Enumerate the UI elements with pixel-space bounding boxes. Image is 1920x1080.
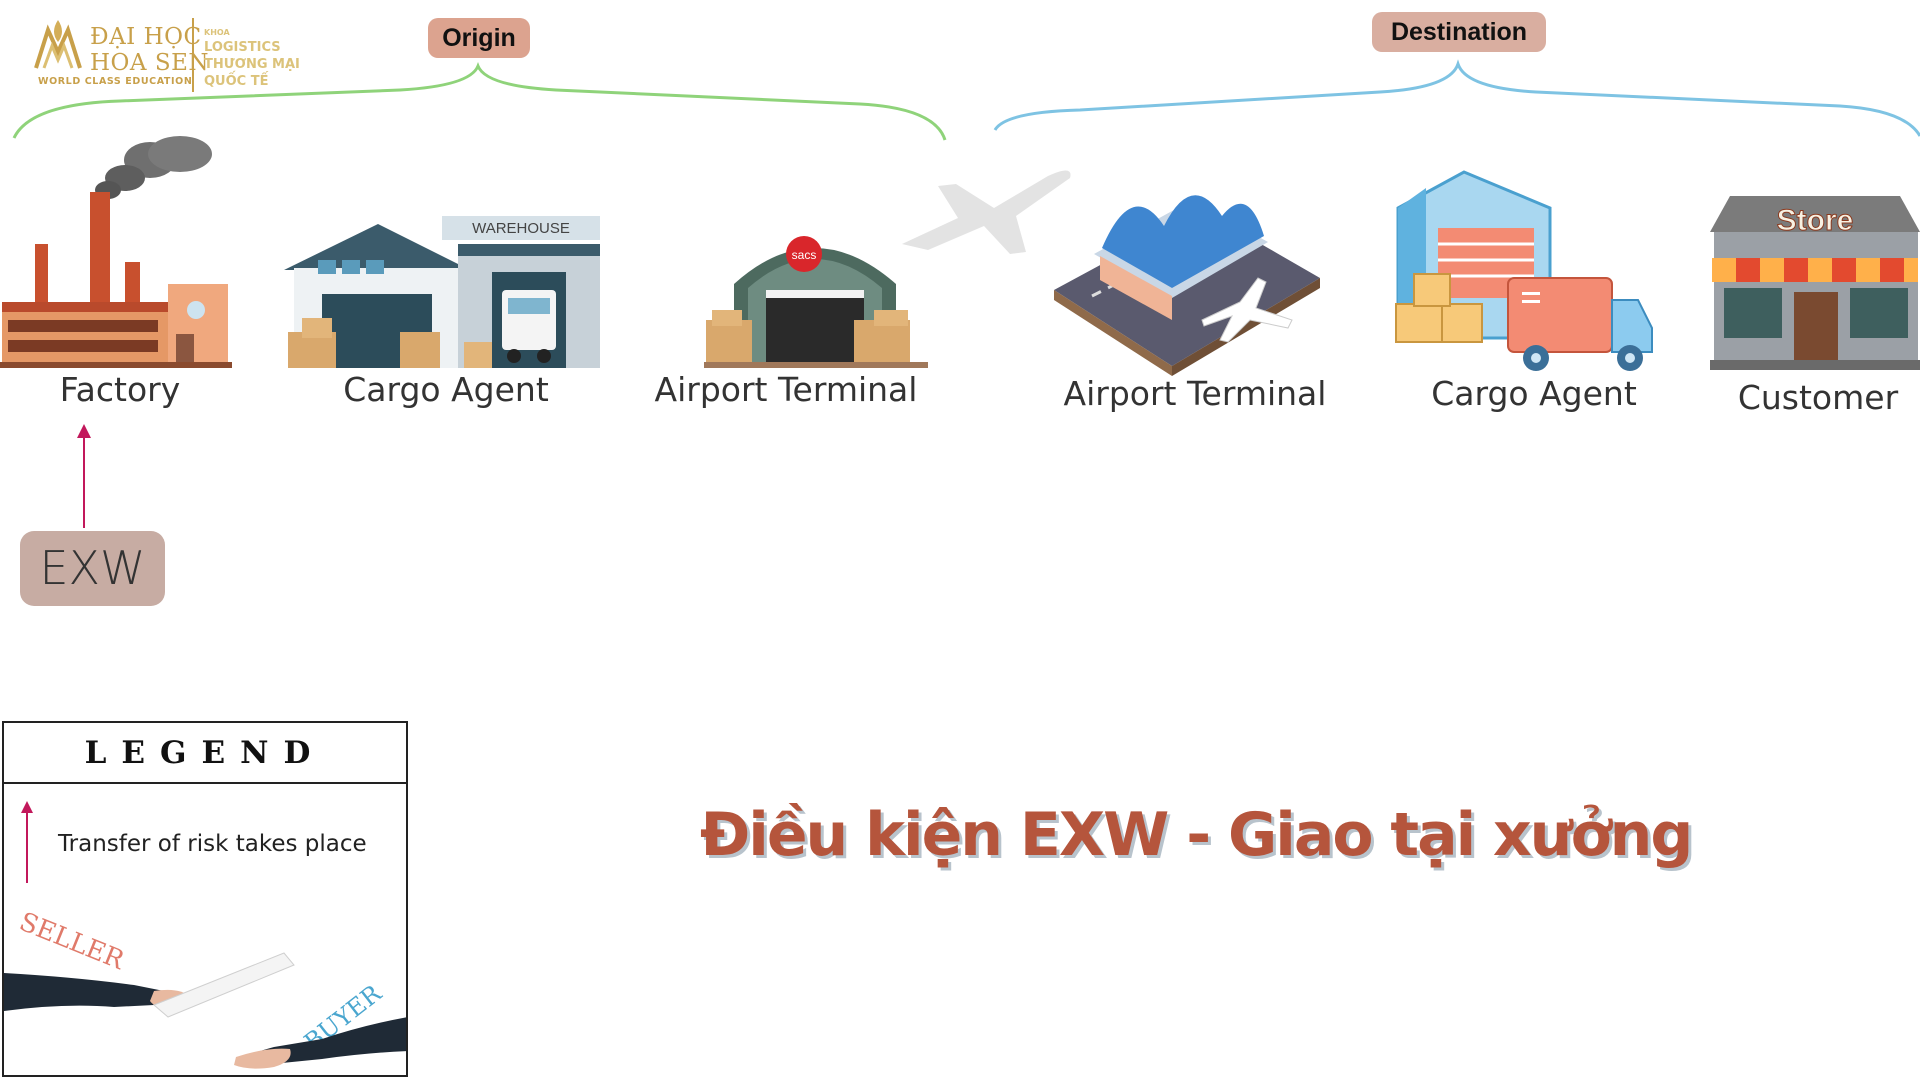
hangar-sign: sacs: [792, 248, 817, 262]
logo-faculty-line1: LOGISTICS: [204, 40, 281, 55]
warehouse-sign: WAREHOUSE: [472, 220, 570, 237]
hangar-icon: sacs: [704, 236, 928, 368]
truck-warehouse-icon: [1395, 170, 1653, 371]
legend-title: LEGEND: [4, 723, 406, 784]
risk-transfer-arrow-icon: [77, 424, 91, 528]
stage-label-factory: Factory: [59, 370, 181, 409]
store-icon: Store: [1710, 196, 1920, 370]
stage-label-airport-terminal-destination: Airport Terminal: [1063, 374, 1327, 413]
legend-arrow-icon: [21, 801, 33, 883]
group-braces: [12, 59, 1920, 141]
stage-label-customer: Customer: [1737, 378, 1899, 417]
exw-term-badge: EXW: [20, 531, 165, 606]
origin-label: Origin: [428, 18, 530, 58]
airplane-icon: [902, 170, 1071, 254]
logo-name-line2: HOA SEN: [90, 50, 210, 76]
store-sign: Store: [1777, 204, 1854, 237]
logo-faculty-label: KHOA: [204, 28, 230, 37]
logo-divider: [192, 18, 194, 92]
airport-icon: [1054, 195, 1320, 376]
legend-arrow-description: Transfer of risk takes place: [58, 831, 367, 857]
destination-brace: [993, 59, 1920, 137]
warehouse-icon: WAREHOUSE: [284, 216, 600, 368]
factory-icon: [0, 136, 232, 368]
handshake-contract-icon: SELLER BUYER: [4, 907, 406, 1069]
stage-label-airport-terminal-origin: Airport Terminal: [654, 370, 918, 409]
university-logo: ĐẠI HỌC HOA SEN WORLD CLASS EDUCATION KH…: [32, 14, 322, 98]
logo-name-line1: ĐẠI HỌC: [90, 24, 202, 50]
lotus-logo-icon: [34, 20, 82, 69]
logo-faculty-line3: QUỐC TẾ: [204, 74, 269, 89]
legend-box: LEGEND Transfer of risk takes place SELL…: [2, 721, 408, 1077]
destination-label: Destination: [1372, 12, 1546, 52]
logo-faculty-line2: THƯƠNG MẠI: [204, 57, 300, 72]
stage-label-cargo-agent-destination: Cargo Agent: [1431, 374, 1637, 413]
stage-label-cargo-agent-origin: Cargo Agent: [343, 370, 549, 409]
logo-tagline: WORLD CLASS EDUCATION: [38, 76, 193, 87]
seller-label: SELLER: [15, 907, 129, 976]
origin-brace: [12, 61, 947, 141]
slide-title: Điều kiện EXW - Giao tại xưởng: [700, 800, 1693, 870]
